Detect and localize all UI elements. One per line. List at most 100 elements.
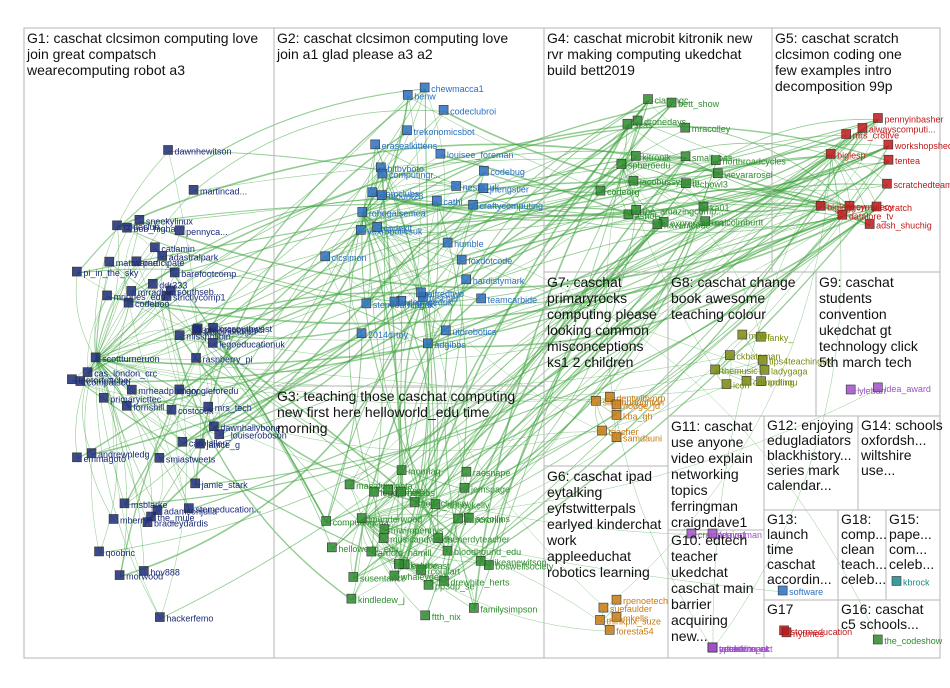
node-avatar[interactable] [605,392,615,402]
node-avatar[interactable] [108,514,119,524]
node-avatar[interactable] [666,97,677,108]
node-label[interactable]: lanky_ [767,333,794,343]
node-avatar[interactable] [356,513,367,523]
node-label[interactable]: primaryicttec [110,394,162,404]
node-label[interactable]: costcouk [178,406,214,416]
node-avatar[interactable] [344,479,355,490]
node-avatar[interactable] [459,482,470,493]
node-label[interactable]: crcsouthwest [220,324,273,334]
node-avatar[interactable] [681,178,691,189]
node-avatar[interactable] [461,274,472,285]
node-avatar[interactable] [595,185,606,196]
node-label[interactable]: hardistymark [473,276,525,286]
node-label[interactable]: dawnhewitson [175,146,232,156]
node-avatar[interactable] [396,465,407,475]
node-avatar[interactable] [366,546,377,557]
node-avatar[interactable] [430,499,441,509]
node-avatar[interactable] [131,256,142,267]
node-label[interactable]: stemeducation... [195,505,261,515]
node-avatar[interactable] [208,322,218,333]
node-avatar[interactable] [82,367,93,377]
node-avatar[interactable] [142,517,153,527]
node-avatar[interactable] [883,139,894,150]
node-label[interactable]: ardinou [768,378,798,388]
node-avatar[interactable] [611,432,622,443]
node-label[interactable]: idea_award [884,384,931,394]
node-avatar[interactable] [184,503,194,513]
node-label[interactable]: expressiveart [670,218,724,228]
node-avatar[interactable] [707,528,718,539]
node-label[interactable]: rpenoetech [623,596,668,606]
node-avatar[interactable] [845,384,856,395]
node-avatar[interactable] [396,486,406,497]
node-avatar[interactable] [90,352,101,363]
node-avatar[interactable] [611,410,622,420]
node-label[interactable]: bett_show [678,99,720,109]
node-avatar[interactable] [710,364,720,375]
node-avatar[interactable] [721,379,732,389]
node-label[interactable]: hodge_jd [623,401,660,411]
node-avatar[interactable] [327,542,337,553]
node-label[interactable]: mount28 [388,192,423,202]
node-label[interactable]: raspberry_pi [203,354,253,364]
node-avatar[interactable] [104,256,115,267]
node-label[interactable]: drewhite_herts [450,577,510,587]
node-label[interactable]: havantcode [664,221,711,231]
node-label[interactable]: mrjones_edu [114,292,166,302]
node-label[interactable]: kba_gh [623,411,653,421]
node-avatar[interactable] [72,452,82,463]
node-avatar[interactable] [98,392,109,403]
node-avatar[interactable] [700,216,711,226]
node-avatar[interactable] [478,183,489,194]
node-label[interactable]: mrs_cr8tive [853,131,900,141]
node-avatar[interactable] [891,576,902,586]
node-label[interactable]: musicandwords [390,535,453,545]
node-label[interactable]: ashot [635,211,658,221]
node-label[interactable]: phillipscompsci [204,325,265,335]
node-label[interactable]: dentwithmrp [616,393,665,403]
node-label[interactable]: bitbyboto [387,164,424,174]
node-avatar[interactable] [438,105,449,115]
node-label[interactable]: cathl [443,197,462,207]
node-label[interactable]: codekit [384,223,413,233]
node-label[interactable]: arnold_hamill [378,548,432,558]
node-avatar[interactable] [756,331,766,342]
node-label[interactable]: ka01 [710,203,730,213]
node-avatar[interactable] [435,148,446,159]
node-avatar[interactable] [174,225,185,236]
node-avatar[interactable] [361,298,372,309]
node-label[interactable]: raesnape [473,468,511,478]
node-label[interactable]: lmunderwood [368,515,422,525]
node-avatar[interactable] [456,254,467,265]
node-label[interactable]: mracolley [692,124,731,134]
node-avatar[interactable] [604,625,615,635]
node-label[interactable]: participate [143,258,185,268]
node-label[interactable]: stemclubs [379,189,420,199]
node-label[interactable]: clcsimon [332,253,367,263]
node-label[interactable]: tutorialite_uk [719,644,771,654]
node-label[interactable]: erasealkittens [382,141,438,151]
node-label[interactable]: codeclubroi [450,106,496,116]
node-avatar[interactable] [475,556,486,566]
node-avatar[interactable] [857,123,868,133]
node-label[interactable]: teacher [608,427,638,437]
node-label[interactable]: scas [634,120,653,130]
node-label[interactable]: ddr333 [159,280,187,290]
node-label[interactable]: morwood [126,572,163,582]
node-avatar[interactable] [214,429,225,439]
node-label[interactable]: edtechimpact [719,644,773,654]
node-avatar[interactable] [479,165,489,176]
node-label[interactable]: googleforedu [186,386,239,396]
node-avatar[interactable] [134,215,145,225]
node-avatar[interactable] [882,178,892,189]
node-avatar[interactable] [75,376,86,386]
node-label[interactable]: mberry [120,515,149,525]
node-avatar[interactable] [864,219,875,229]
node-avatar[interactable] [94,546,104,557]
node-avatar[interactable] [873,382,883,393]
node-label[interactable]: mrs_tech [215,403,252,413]
node-avatar[interactable] [188,185,199,195]
node-label[interactable]: pi_in_the_sky [83,268,139,278]
node-avatar[interactable] [367,187,378,198]
node-label[interactable]: teetorteacher [78,376,131,386]
